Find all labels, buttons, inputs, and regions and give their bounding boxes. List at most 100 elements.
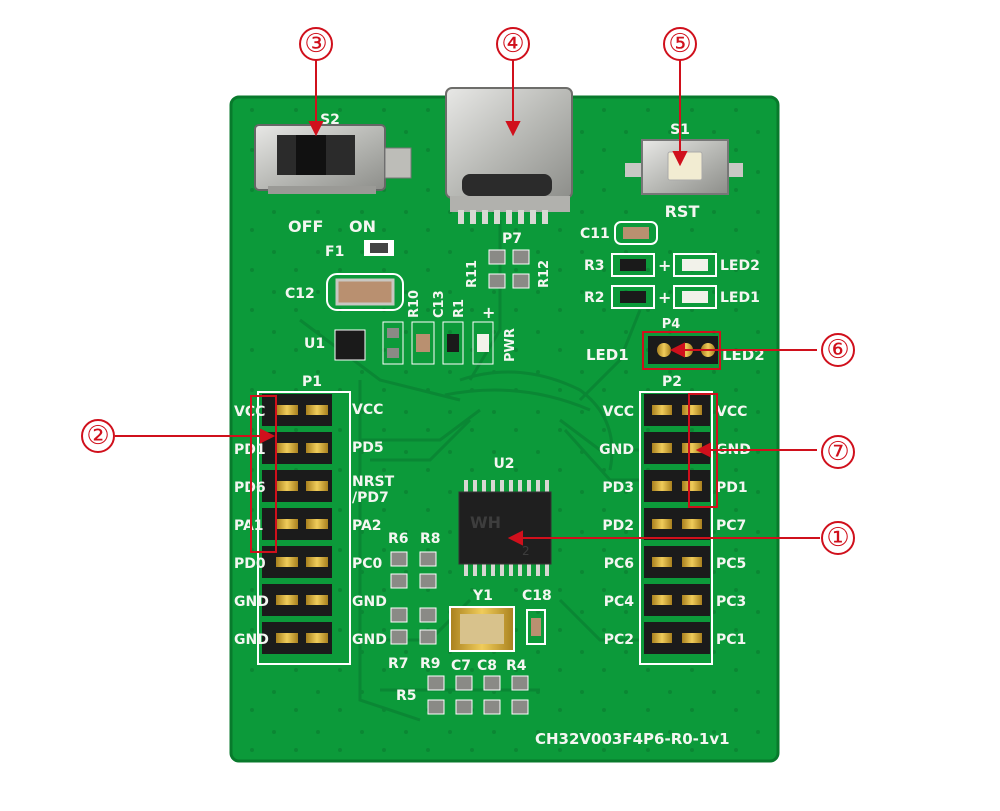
label-p2: P2 xyxy=(662,374,682,390)
annotations xyxy=(115,60,820,553)
label-y1: Y1 xyxy=(472,588,493,604)
pin-label-p2-inner: PC6 xyxy=(604,556,634,572)
svg-text:②: ② xyxy=(86,421,109,451)
label-r2: R2 xyxy=(584,290,605,306)
label-c13: C13 xyxy=(432,290,447,318)
mcu-u2: WH 2 xyxy=(458,480,552,576)
gold-pin xyxy=(276,443,298,453)
label-r6: R6 xyxy=(388,531,409,547)
pin-label-p2-outer: VCC xyxy=(716,404,747,420)
label-c18: C18 xyxy=(522,588,552,604)
gold-pin xyxy=(276,405,298,415)
pin-label-p1-inner: VCC xyxy=(352,402,383,418)
label-c11: C11 xyxy=(580,226,610,242)
pin-label-p1-inner: PC0 xyxy=(352,556,383,572)
label-plus-pwr: + xyxy=(482,303,495,322)
gold-pin xyxy=(652,557,672,567)
gold-pin xyxy=(652,405,672,415)
pin-label-p1-outer: PD6 xyxy=(234,480,266,496)
gold-pin xyxy=(276,519,298,529)
reset-button-s1 xyxy=(625,139,743,195)
regulator-u1 xyxy=(334,329,366,361)
capacitor-c12 xyxy=(335,278,395,306)
label-r8: R8 xyxy=(420,531,441,547)
label-u1: U1 xyxy=(304,336,325,352)
svg-text:⑦: ⑦ xyxy=(826,437,849,467)
gold-pin xyxy=(276,481,298,491)
gold-pin xyxy=(682,519,702,529)
gold-pin xyxy=(652,595,672,605)
pin-label-p2-inner: PC4 xyxy=(604,594,635,610)
pads-bottom xyxy=(427,675,529,715)
callout-1: ① xyxy=(821,521,855,555)
pads-r6-r8 xyxy=(390,551,437,589)
label-r1: R1 xyxy=(452,299,467,318)
gold-pin xyxy=(276,595,298,605)
gold-pin xyxy=(682,557,702,567)
callout-4: ④ xyxy=(496,27,530,61)
slide-switch-s2 xyxy=(254,124,412,194)
gold-pin xyxy=(306,443,328,453)
gold-pin xyxy=(306,633,328,643)
gold-pin xyxy=(682,443,702,453)
gold-pin xyxy=(682,405,702,415)
pin-label-p1-outer: PD0 xyxy=(234,556,266,572)
label-p7: P7 xyxy=(502,231,522,247)
pin-label-p2-inner: VCC xyxy=(603,404,634,420)
chip-marking: WH xyxy=(470,513,501,532)
label-plus-led2: + xyxy=(658,256,671,275)
label-led1: LED1 xyxy=(720,290,760,306)
crystal-y1 xyxy=(449,606,515,652)
pin-label-p2-inner: PC2 xyxy=(604,632,634,648)
label-c8: C8 xyxy=(477,658,497,674)
label-on: ON xyxy=(349,217,376,236)
board-name: CH32V003F4P6-R0-1v1 xyxy=(535,730,730,748)
callout-3: ③ xyxy=(299,27,333,61)
svg-text:①: ① xyxy=(826,523,849,553)
label-r12: R12 xyxy=(537,260,552,288)
label-r7: R7 xyxy=(388,656,409,672)
label-f1: F1 xyxy=(325,244,344,260)
svg-text:④: ④ xyxy=(501,29,524,59)
gold-pin xyxy=(652,443,672,453)
pin-label-p2-outer: PC3 xyxy=(716,594,746,610)
gold-pin xyxy=(682,633,702,643)
gold-pin xyxy=(306,595,328,605)
svg-text:⑤: ⑤ xyxy=(668,29,691,59)
label-p1: P1 xyxy=(302,374,322,390)
pin-label-p2-inner: PD2 xyxy=(602,518,634,534)
pin-label-p2-outer: PC7 xyxy=(716,518,746,534)
label-r3: R3 xyxy=(584,258,605,274)
pin-label-p1-outer: GND xyxy=(234,594,269,610)
gold-pin xyxy=(306,519,328,529)
pin-label-p1-inner: /PD7 xyxy=(352,490,389,506)
label-led2: LED2 xyxy=(720,258,760,274)
copper-traces xyxy=(299,220,642,722)
pin-label-p1-outer: VCC xyxy=(234,404,265,420)
label-plus-led1: + xyxy=(658,288,671,307)
label-r11: R11 xyxy=(465,260,480,288)
usb-c-connector xyxy=(445,87,573,224)
label-p4: P4 xyxy=(662,317,681,332)
label-r9: R9 xyxy=(420,656,441,672)
label-c7: C7 xyxy=(451,658,471,674)
label-p4-led1: LED1 xyxy=(586,346,629,364)
pin-label-p1-inner: GND xyxy=(352,632,387,648)
svg-text:⑥: ⑥ xyxy=(826,335,849,365)
label-rst: RST xyxy=(665,202,700,221)
label-u2: U2 xyxy=(493,456,514,472)
label-r5: R5 xyxy=(396,688,417,704)
label-off: OFF xyxy=(288,217,323,236)
chip-marking-2: 2 xyxy=(522,544,530,558)
gold-pin xyxy=(652,633,672,643)
pin-label-p1-outer: PD1 xyxy=(234,442,266,458)
gold-pin xyxy=(276,557,298,567)
pin-label-p2-outer: PC5 xyxy=(716,556,746,572)
pads-p7 xyxy=(488,249,530,289)
label-c12: C12 xyxy=(285,286,315,302)
pin-label-p1-outer: PA1 xyxy=(234,518,264,534)
label-r4: R4 xyxy=(506,658,527,674)
pin-label-p1-inner: PA2 xyxy=(352,518,382,534)
gold-pin xyxy=(682,595,702,605)
